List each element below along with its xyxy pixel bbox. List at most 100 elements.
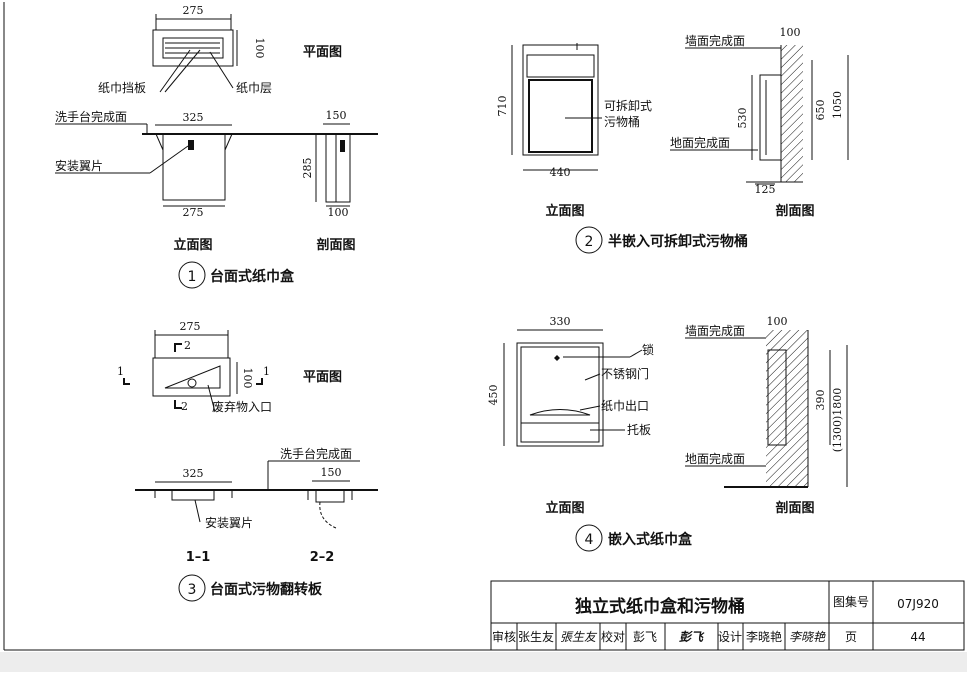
lock-icon xyxy=(554,355,560,361)
fig1-title: 1 台面式纸巾盒 xyxy=(178,261,295,289)
title-block: 独立式纸巾盒和污物桶 图集号 07J920 审核 张生友 張生友 校对 彭飞 彭… xyxy=(490,580,965,651)
cut-2-bottom: 2 xyxy=(181,400,188,413)
fig3-plan: 275 2 2 1 1 100 平面图 废弃物入口 xyxy=(117,320,342,414)
fig2-section: 墙面完成面 100 530 650 1050 地面完成面 125 剖面图 xyxy=(670,26,849,219)
reviewer-signature: 張生友 xyxy=(560,630,598,644)
label-check: 校对 xyxy=(601,629,625,644)
section-1-1-label: 1–1 xyxy=(186,550,211,565)
checker-signature: 彭飞 xyxy=(679,630,705,644)
label-counter-surface: 洗手台完成面 xyxy=(280,446,352,461)
label-tray: 托板 xyxy=(627,423,651,437)
bin-frame xyxy=(522,44,599,156)
dim-450: 450 xyxy=(487,385,500,406)
dim-125: 125 xyxy=(755,183,776,196)
flip-section-22 xyxy=(315,489,345,503)
fig3-number: 3 xyxy=(188,582,197,598)
fig1-title-text: 台面式纸巾盒 xyxy=(210,268,295,285)
dim-275: 275 xyxy=(183,4,204,17)
fig4-title: 4 嵌入式纸巾盒 xyxy=(575,524,693,552)
page-number: 44 xyxy=(910,630,925,644)
dim-325: 325 xyxy=(183,111,204,124)
fig1-section: 150 285 100 剖面图 xyxy=(301,109,356,253)
box-section xyxy=(767,349,787,446)
dim-100: 100 xyxy=(780,26,801,39)
label-bin: 可拆卸式 xyxy=(604,98,652,113)
dim-710: 710 xyxy=(496,96,509,117)
stainless-door xyxy=(520,346,600,443)
fig2-section-label: 剖面图 xyxy=(775,203,814,219)
label-design: 设计 xyxy=(718,630,742,644)
fig1-number: 1 xyxy=(188,269,197,285)
flip-section-11 xyxy=(171,489,215,501)
dim-275: 275 xyxy=(180,320,201,333)
dim-440: 440 xyxy=(550,166,571,179)
bottom-strip xyxy=(0,652,967,672)
fig1-elevation-label: 立面图 xyxy=(173,237,212,253)
dim-100: 100 xyxy=(253,38,266,59)
fig1-plan-label: 平面图 xyxy=(303,45,342,60)
page-label: 页 xyxy=(845,630,857,644)
dim-275-bottom: 275 xyxy=(183,206,204,219)
atlas-label: 图集号 xyxy=(833,594,869,609)
cut-1-left: 1 xyxy=(117,365,124,378)
fig1-plan: 275 100 平面图 纸巾挡板 纸巾层 xyxy=(98,4,342,95)
dim-330: 330 xyxy=(550,315,571,328)
fig3-plan-label: 平面图 xyxy=(303,370,342,385)
bin-section xyxy=(759,74,782,161)
cut-2-top: 2 xyxy=(184,339,191,352)
fig3-title-text: 台面式污物翻转板 xyxy=(210,581,323,598)
fig4-section-label: 剖面图 xyxy=(775,500,814,516)
dispenser-plan-outline xyxy=(152,29,234,67)
label-counter-surface: 洗手台完成面 xyxy=(55,109,127,124)
dim-100-bottom: 100 xyxy=(328,206,349,219)
paper-outlet xyxy=(529,409,591,416)
label-floor-surface: 地面完成面 xyxy=(685,451,745,466)
designer-signature: 李晓艳 xyxy=(789,630,826,644)
dim-1050: 1050 xyxy=(831,91,844,119)
fig2-title-text: 半嵌入可拆卸式污物桶 xyxy=(608,233,748,250)
label-wall-surface: 墙面完成面 xyxy=(685,323,745,338)
label-floor-surface: 地面完成面 xyxy=(670,135,730,150)
label-paper-layer: 纸巾层 xyxy=(236,81,272,95)
bin-door xyxy=(528,79,593,153)
label-lock: 锁 xyxy=(642,342,654,357)
dim-650: 650 xyxy=(814,100,827,121)
fig4-elevation-label: 立面图 xyxy=(545,500,584,516)
dim-100: 100 xyxy=(767,315,788,328)
label-wall-surface: 墙面完成面 xyxy=(685,33,745,48)
fig2-elevation-label: 立面图 xyxy=(545,203,584,219)
label-wing: 安装翼片 xyxy=(55,158,103,173)
fig1-elevation: 洗手台完成面 325 安装翼片 275 立面图 xyxy=(55,109,378,253)
fig2-number: 2 xyxy=(585,234,594,250)
dim-150: 150 xyxy=(326,109,347,122)
dispenser-section xyxy=(325,133,351,203)
label-wing: 安装翼片 xyxy=(205,515,253,530)
fig3-sections: 洗手台完成面 325 150 安装翼片 1–1 2–2 xyxy=(135,446,378,565)
cut-1-right: 1 xyxy=(263,365,270,378)
wall-hatch xyxy=(766,330,808,487)
fig4-elevation: 330 450 锁 不锈钢门 纸巾出口 托板 立面图 xyxy=(487,315,654,516)
box-frame xyxy=(516,342,604,447)
fig4-title-text: 嵌入式纸巾盒 xyxy=(608,531,693,548)
wall-hatch xyxy=(781,45,803,182)
dispenser-body xyxy=(162,133,226,201)
main-title: 独立式纸巾盒和污物桶 xyxy=(575,596,745,617)
dim-325: 325 xyxy=(183,467,204,480)
dim-150: 150 xyxy=(321,466,342,479)
dim-390: 390 xyxy=(814,390,827,411)
dim-1800: (1300)1800 xyxy=(831,388,844,453)
label-outlet: 纸巾出口 xyxy=(601,399,649,413)
flip-plan-outline xyxy=(152,357,231,397)
fig4-number: 4 xyxy=(585,532,594,548)
label-door: 不锈钢门 xyxy=(601,366,649,381)
fig1-section-label: 剖面图 xyxy=(316,237,355,253)
fig3-title: 3 台面式污物翻转板 xyxy=(178,574,323,602)
section-2-2-label: 2–2 xyxy=(310,550,335,565)
fig4-section: 墙面完成面 100 390 (1300)1800 地面完成面 剖面图 xyxy=(685,315,848,516)
label-waste-inlet: 废弃物入口 xyxy=(212,399,272,414)
label-review: 审核 xyxy=(492,629,516,644)
atlas-number: 07J920 xyxy=(897,597,939,611)
fig2-title: 2 半嵌入可拆卸式污物桶 xyxy=(575,226,748,254)
